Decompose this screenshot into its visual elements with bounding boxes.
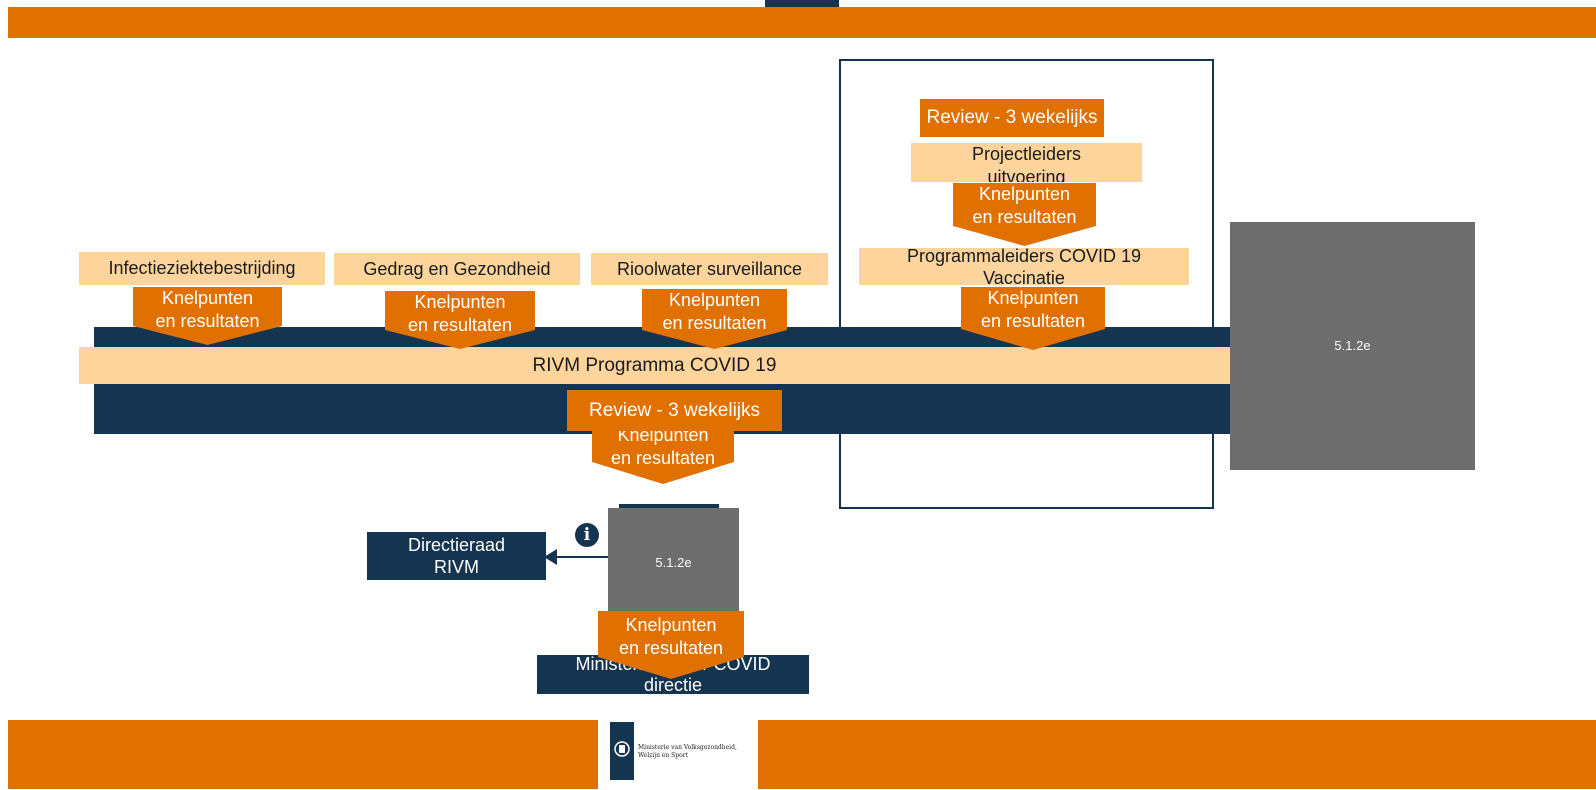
- knelpunten-arrow-programmaleiders: Knelpunten en resultaten: [961, 287, 1105, 350]
- top-banner: [8, 7, 1596, 38]
- logo-text-line1: Ministerie van Volksgezondheid,: [638, 744, 737, 751]
- knelpunten-line2: en resultaten: [980, 311, 1086, 331]
- knelpunten-line2: en resultaten: [618, 638, 724, 658]
- knelpunten-arrow-gedrag: Knelpunten en resultaten: [385, 291, 535, 349]
- ministry-logo: Ministerie van Volksgezondheid, Welzijn …: [598, 712, 758, 790]
- review-central: Review - 3 wekelijks: [567, 390, 782, 431]
- programmaleiders-label: Programmaleiders COVID 19 Vaccinatie: [906, 245, 1142, 288]
- directieraad-box: Directieraad RIVM: [367, 532, 546, 580]
- knelpunten-line2: en resultaten: [610, 448, 716, 468]
- bottom-banner: [8, 720, 1596, 789]
- knelpunten-line2: en resultaten: [407, 315, 513, 335]
- knelpunten-line1: Knelpunten: [668, 290, 761, 310]
- knelpunten-arrow-infectieziekte: Knelpunten en resultaten: [133, 287, 282, 345]
- redacted-block-small: 5.1.2e: [608, 508, 739, 618]
- info-icon[interactable]: i: [575, 523, 599, 547]
- review-label: Review - 3 wekelijks: [926, 107, 1098, 129]
- stream-rioolwater-surveillance: Rioolwater surveillance: [591, 253, 828, 285]
- stream-label: Rioolwater surveillance: [616, 258, 803, 279]
- program-bar-label: RIVM Programma COVID 19: [532, 354, 777, 376]
- knelpunten-line2: en resultaten: [155, 311, 260, 331]
- knelpunten-line1: Knelpunten: [978, 184, 1071, 204]
- stream-label: Infectieziektebestrijding: [108, 258, 296, 279]
- arrow-to-directieraad: [544, 549, 614, 565]
- knelpunten-arrow-projectleiders: Knelpunten en resultaten: [953, 183, 1096, 246]
- knelpunten-arrow-ministerie: Knelpunten en resultaten: [598, 611, 744, 679]
- projectleiders-box: Projectleiders uitvoering: [911, 143, 1142, 182]
- knelpunten-line1: Knelpunten: [414, 292, 506, 312]
- directieraad-label: Directieraad RIVM: [407, 535, 506, 577]
- review-vaccination: Review - 3 wekelijks: [920, 99, 1104, 137]
- projectleiders-label: Projectleiders uitvoering: [971, 144, 1082, 182]
- review-label: Review - 3 wekelijks: [588, 399, 761, 421]
- redacted-label: 5.1.2e: [1334, 337, 1371, 353]
- vaccination-frame: [839, 59, 1214, 509]
- knelpunten-line1: Knelpunten: [625, 615, 717, 635]
- knelpunten-line2: en resultaten: [972, 207, 1077, 227]
- logo-text-line2: Welzijn en Sport: [638, 752, 689, 759]
- program-bar: RIVM Programma COVID 19: [79, 347, 1230, 384]
- stream-gedrag-en-gezondheid: Gedrag en Gezondheid: [334, 253, 580, 285]
- knelpunten-arrow-rioolwater: Knelpunten en resultaten: [642, 289, 787, 349]
- redacted-block-large: 5.1.2e: [1230, 222, 1475, 470]
- knelpunten-line1: Knelpunten: [161, 288, 254, 308]
- knelpunten-line1: Knelpunten: [987, 288, 1079, 308]
- redacted-label: 5.1.2e: [655, 554, 692, 570]
- top-banner-tab: [765, 0, 839, 7]
- logo-text: Ministerie van Volksgezondheid, Welzijn …: [638, 744, 737, 760]
- crest-icon: [614, 741, 630, 757]
- knelpunten-line2: en resultaten: [662, 313, 767, 333]
- programmaleiders-box: Programmaleiders COVID 19 Vaccinatie: [859, 246, 1189, 288]
- stream-infectieziektebestrijding: Infectieziektebestrijding: [79, 252, 325, 285]
- stream-label: Gedrag en Gezondheid: [363, 258, 551, 279]
